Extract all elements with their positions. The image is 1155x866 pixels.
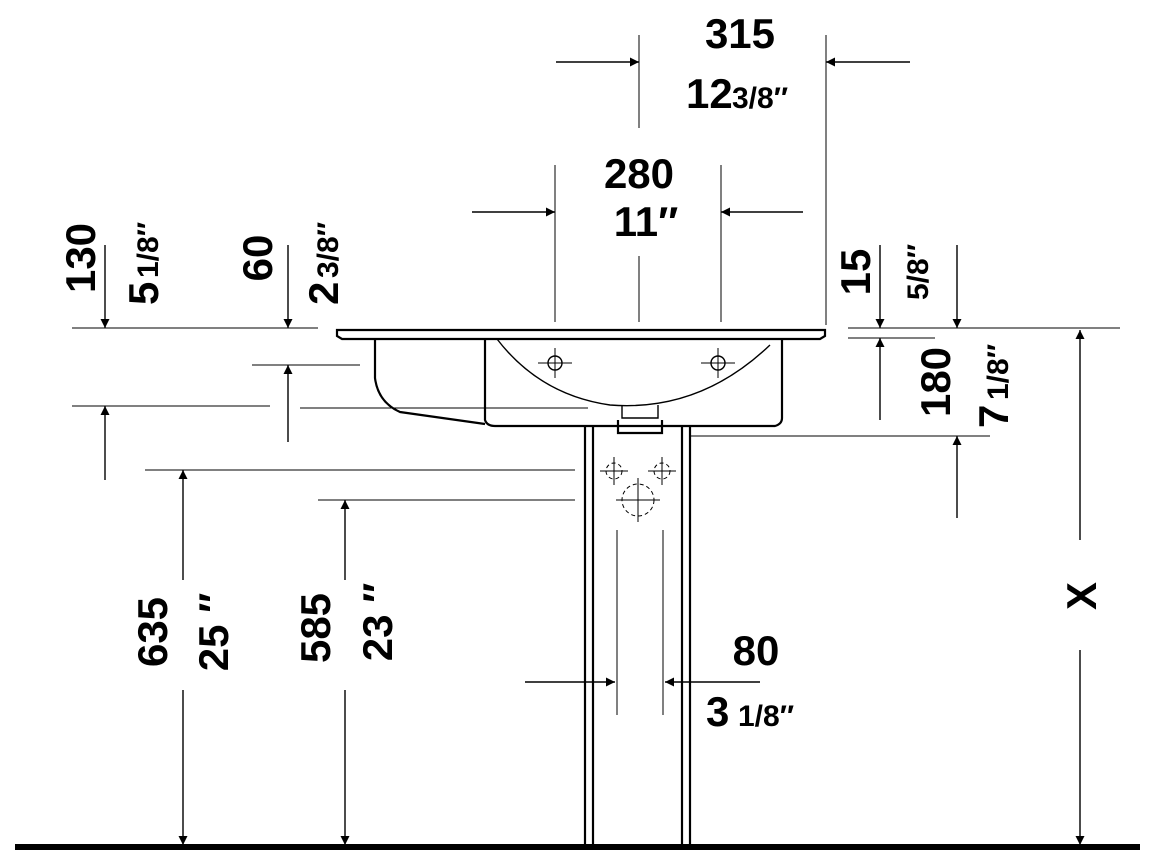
- dim-315-mm: 315: [705, 10, 775, 57]
- dim-130-mm: 130: [57, 223, 104, 293]
- dim-15-mm: 15: [832, 249, 879, 296]
- dim-280-mm: 280: [604, 150, 674, 197]
- dimension-315: 315 12 3/8″: [556, 10, 910, 325]
- dim-180-mm: 180: [912, 347, 959, 417]
- dim-130-inch-whole: 5: [120, 282, 167, 305]
- dim-15-inch-frac: 5/8″: [902, 244, 935, 300]
- dim-585-mm: 585: [292, 593, 339, 663]
- dim-180-inch-whole: 7: [970, 405, 1017, 428]
- dimension-585: 585 23 ″: [292, 499, 575, 845]
- dimension-80: 80 3 1/8″: [525, 627, 794, 735]
- dimension-635: 635 25 ″: [129, 469, 575, 845]
- dim-635-mm: 635: [129, 597, 176, 667]
- dimension-130: 130 5 1/8″: [57, 222, 290, 480]
- pedestal-pipe: [583, 426, 692, 847]
- dim-315-inch-whole: 12: [686, 70, 733, 117]
- dim-60-inch-frac: 3/8″: [312, 222, 345, 278]
- dim-635-inch: 25 ″: [190, 593, 237, 672]
- dim-60-mm: 60: [234, 235, 281, 282]
- dimension-15: 15 5/8″: [832, 244, 1120, 420]
- dim-315-inch-frac: 3/8″: [732, 82, 788, 115]
- dimension-180: 180 7 1/8″: [690, 245, 1017, 518]
- dim-60-inch-whole: 2: [300, 282, 347, 305]
- dimension-280: 280 11″: [472, 150, 803, 322]
- dimension-60: 60 2 3/8″: [234, 222, 588, 442]
- dimension-x: X: [1058, 330, 1105, 845]
- dim-280-inch: 11″: [614, 198, 679, 245]
- dim-80-mm: 80: [733, 627, 780, 674]
- dim-585-inch: 23 ″: [354, 583, 401, 662]
- dim-80-inch-frac: 1/8″: [738, 700, 794, 733]
- dim-x-label: X: [1058, 582, 1105, 610]
- dim-80-inch-whole: 3: [706, 688, 729, 735]
- basin-outline: [335, 328, 827, 435]
- dim-180-inch-frac: 1/8″: [982, 344, 1015, 400]
- dim-130-inch-frac: 1/8″: [132, 222, 165, 278]
